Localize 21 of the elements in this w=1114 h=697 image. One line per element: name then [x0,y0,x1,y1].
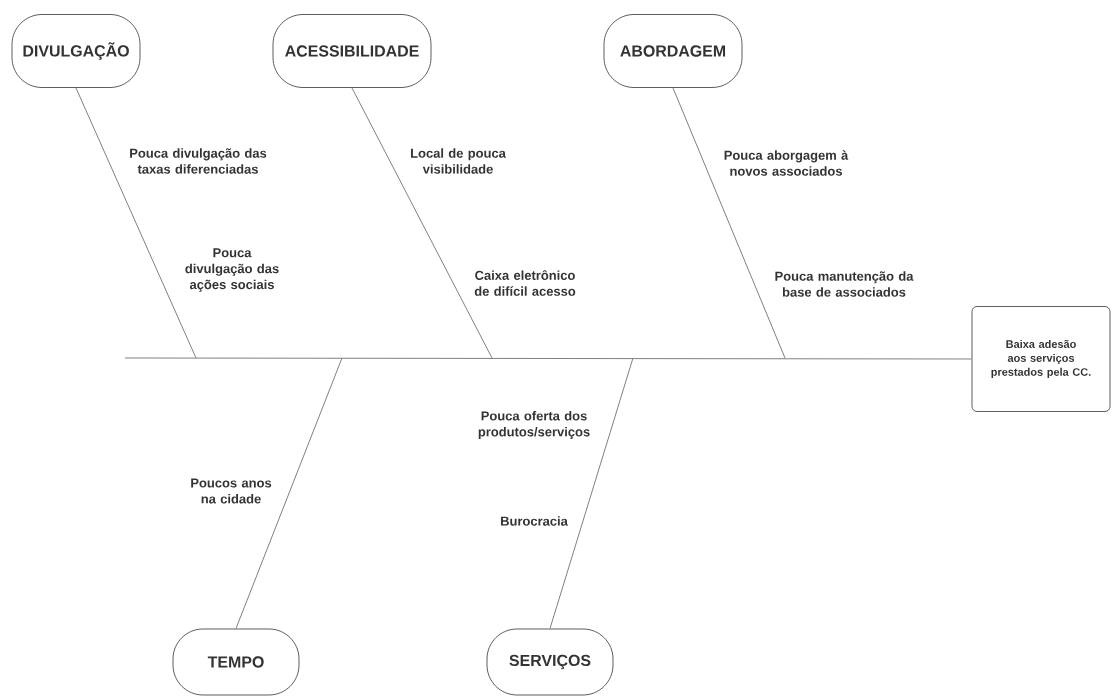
bone-line [235,357,343,629]
cause-label: Pouca divulgação das ações sociais [185,248,279,292]
category-box: ACESSIBILIDADE [272,14,432,88]
bone-line [75,87,197,359]
category-box: ABORDAGEM [603,14,743,88]
cause-label: Poucos anos na cidade [191,478,272,504]
category-box: DIVULGAÇÃO [11,14,141,88]
bone-line [672,87,786,359]
cause-label: Pouca oferta dos produtos/serviços [478,411,590,439]
bone-line [549,357,634,629]
bone-line [351,87,493,359]
spine-line [124,357,972,360]
cause-label: Pouca divulgação das taxas diferenciadas [130,148,267,174]
category-box: SERVIÇOS [486,628,614,696]
category-box: TEMPO [172,628,300,696]
cause-label: Caixa eletrônico de difícil acesso [474,270,576,296]
cause-label: Pouca manutenção da base de associados [775,271,914,297]
cause-label: Burocracia [501,516,568,526]
effect-box: Baixa adesão aos serviços prestados pela CC. [971,306,1111,412]
cause-label: Local de pouca visibilidade [411,148,506,174]
cause-label: Pouca aborgagem à novos associados [724,150,849,176]
